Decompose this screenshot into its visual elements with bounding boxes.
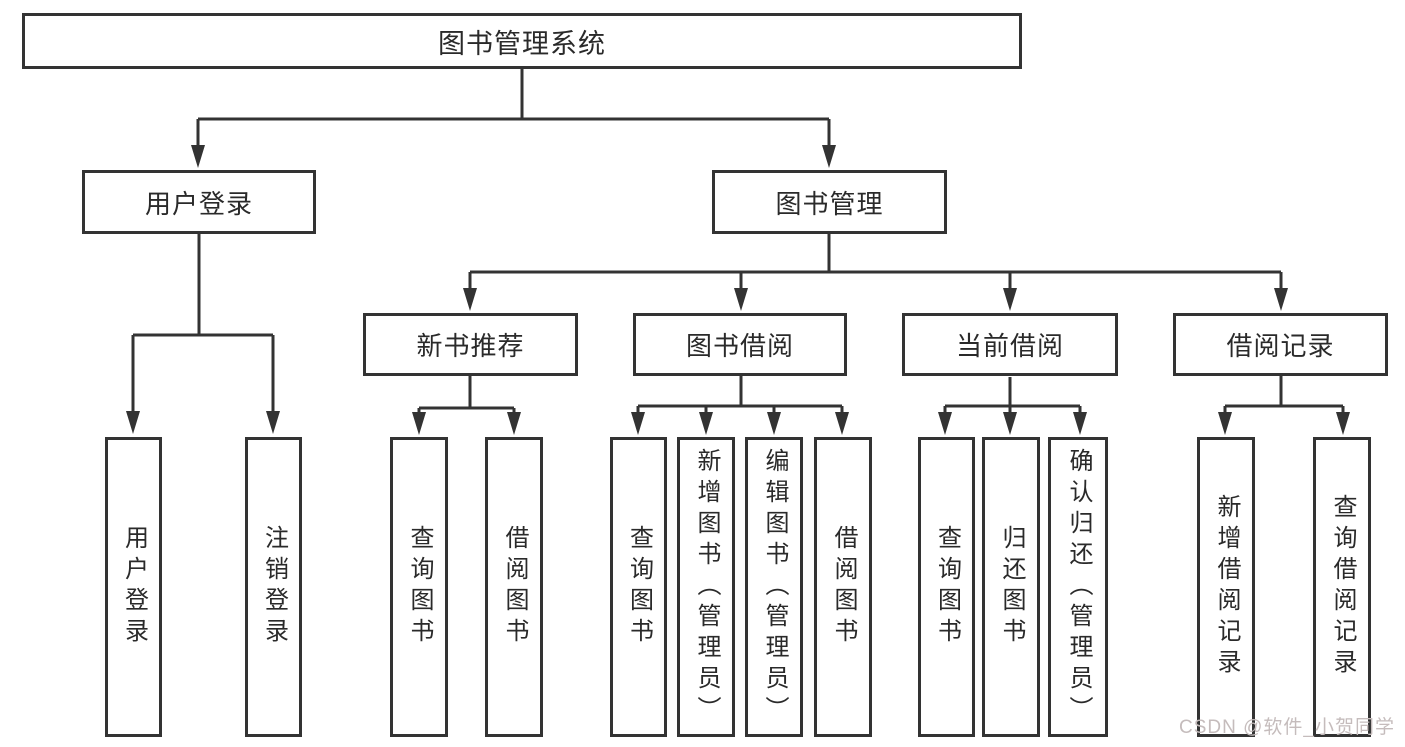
- node-current-borrowing: 当前借阅: [902, 313, 1118, 376]
- node-leaf-logout: 注销登录: [245, 437, 302, 737]
- node-leaf-query-borrow-record: 查询借阅记录: [1313, 437, 1371, 737]
- node-label: 查询图书: [406, 525, 433, 649]
- connector-path: [131, 69, 1345, 414]
- node-leaf-query-books-borrow: 查询图书: [610, 437, 667, 737]
- node-label: 新增图书（管理员）: [693, 447, 720, 727]
- node-label: 编辑图书（管理员）: [761, 447, 788, 727]
- node-user-login: 用户登录: [82, 170, 316, 234]
- node-label: 图书借阅: [685, 331, 794, 361]
- node-leaf-add-borrow-record: 新增借阅记录: [1197, 437, 1255, 737]
- node-label: 借阅图书: [501, 525, 528, 649]
- node-leaf-edit-book-admin: 编辑图书（管理员）: [745, 437, 803, 737]
- node-leaf-add-book-admin: 新增图书（管理员）: [677, 437, 735, 737]
- node-label: 查询借阅记录: [1329, 494, 1356, 680]
- node-leaf-return-book: 归还图书: [982, 437, 1040, 737]
- arrowheads: [126, 145, 1350, 435]
- node-label: 图书管理系统: [438, 28, 606, 59]
- node-leaf-borrow-books-borrow: 借阅图书: [814, 437, 872, 737]
- node-label: 查询图书: [933, 525, 961, 649]
- node-leaf-confirm-return-admin: 确认归还（管理员）: [1048, 437, 1108, 737]
- node-leaf-borrow-books-newbook: 借阅图书: [485, 437, 543, 737]
- node-label: 借阅记录: [1226, 331, 1335, 361]
- node-leaf-query-books-newbook: 查询图书: [390, 437, 448, 737]
- node-label: 用户登录: [120, 525, 148, 649]
- node-library-system: 图书管理系统: [22, 13, 1022, 69]
- node-label: 用户登录: [144, 188, 253, 219]
- node-label: 确认归还（管理员）: [1065, 447, 1092, 727]
- node-label: 当前借阅: [955, 331, 1064, 361]
- node-label: 借阅图书: [830, 525, 857, 649]
- node-label: 注销登录: [260, 525, 288, 649]
- node-book-management: 图书管理: [712, 170, 947, 234]
- watermark: CSDN @软件_小贺同学: [1179, 717, 1395, 738]
- node-label: 图书管理: [775, 188, 884, 219]
- node-leaf-user-login: 用户登录: [105, 437, 162, 737]
- node-book-borrowing: 图书借阅: [633, 313, 847, 376]
- node-borrowing-records: 借阅记录: [1173, 313, 1388, 376]
- node-label: 新增借阅记录: [1213, 494, 1240, 680]
- node-leaf-query-books-current: 查询图书: [918, 437, 975, 737]
- node-label: 归还图书: [998, 525, 1025, 649]
- node-new-book-recommendation: 新书推荐: [363, 313, 578, 376]
- node-label: 查询图书: [625, 525, 653, 649]
- node-label: 新书推荐: [416, 331, 525, 361]
